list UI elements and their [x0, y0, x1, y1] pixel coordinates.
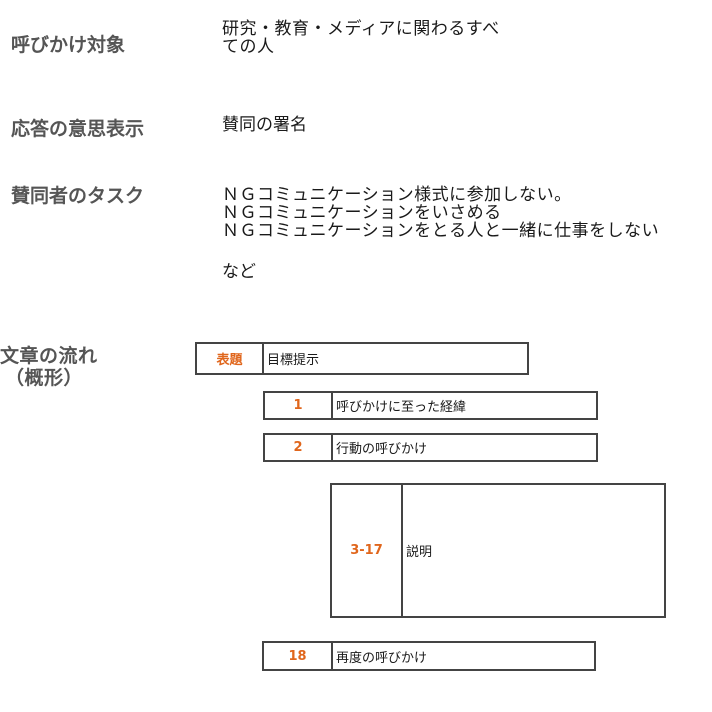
flow-box-18-num: 18: [264, 643, 333, 669]
task-item-3: ＮＧコミュニケーションをとる人と一緒に仕事をしない: [222, 221, 660, 241]
response-value: 賛同の署名: [222, 115, 307, 135]
tasks-list: ＮＧコミュニケーション様式に参加しない。 ＮＧコミュニケーションをいさめる ＮＧ…: [222, 186, 659, 240]
response-label: 応答の意思表示: [11, 118, 145, 140]
flow-box-3-17-num: 3-17: [332, 485, 403, 616]
task-item-1: ＮＧコミュニケーション様式に参加しない。: [222, 185, 572, 205]
flow-box-title-text: 目標提示: [267, 353, 320, 368]
target-label: 呼びかけ対象: [11, 34, 126, 56]
task-item-2: ＮＧコミュニケーションをいさめる: [222, 203, 502, 223]
target-value-line-1: 研究・教育・メディアに関わるすべ: [222, 19, 500, 39]
flow-label-line-1: 文章の流れ: [0, 345, 98, 367]
flow-box-3-17-text: 説明: [406, 545, 433, 560]
flow-box-18-text: 再度の呼びかけ: [336, 650, 428, 666]
flow-box-18: 18 再度の呼びかけ: [262, 641, 596, 671]
flow-box-1: 1 呼びかけに至った経緯: [263, 391, 598, 420]
flow-box-2-num: 2: [265, 435, 333, 460]
tasks-label: 賛同者のタスク: [11, 185, 145, 207]
flow-box-2-text: 行動の呼びかけ: [336, 442, 428, 457]
flow-label: 文章の流れ （概形）: [0, 345, 98, 389]
target-value-line-2: ての人: [222, 37, 275, 57]
flow-box-1-text: 呼びかけに至った経緯: [336, 400, 467, 415]
flow-box-title-num: 表題: [197, 344, 264, 373]
flow-box-2: 2 行動の呼びかけ: [263, 433, 598, 462]
flow-box-title: 表題 目標提示: [195, 342, 529, 375]
flow-box-3-17: 3-17 説明: [330, 483, 666, 618]
flow-label-line-2: （概形）: [5, 367, 84, 389]
target-value: 研究・教育・メディアに関わるすべ ての人: [222, 20, 500, 56]
flow-box-1-num: 1: [265, 393, 333, 418]
tasks-etc: など: [222, 262, 256, 282]
